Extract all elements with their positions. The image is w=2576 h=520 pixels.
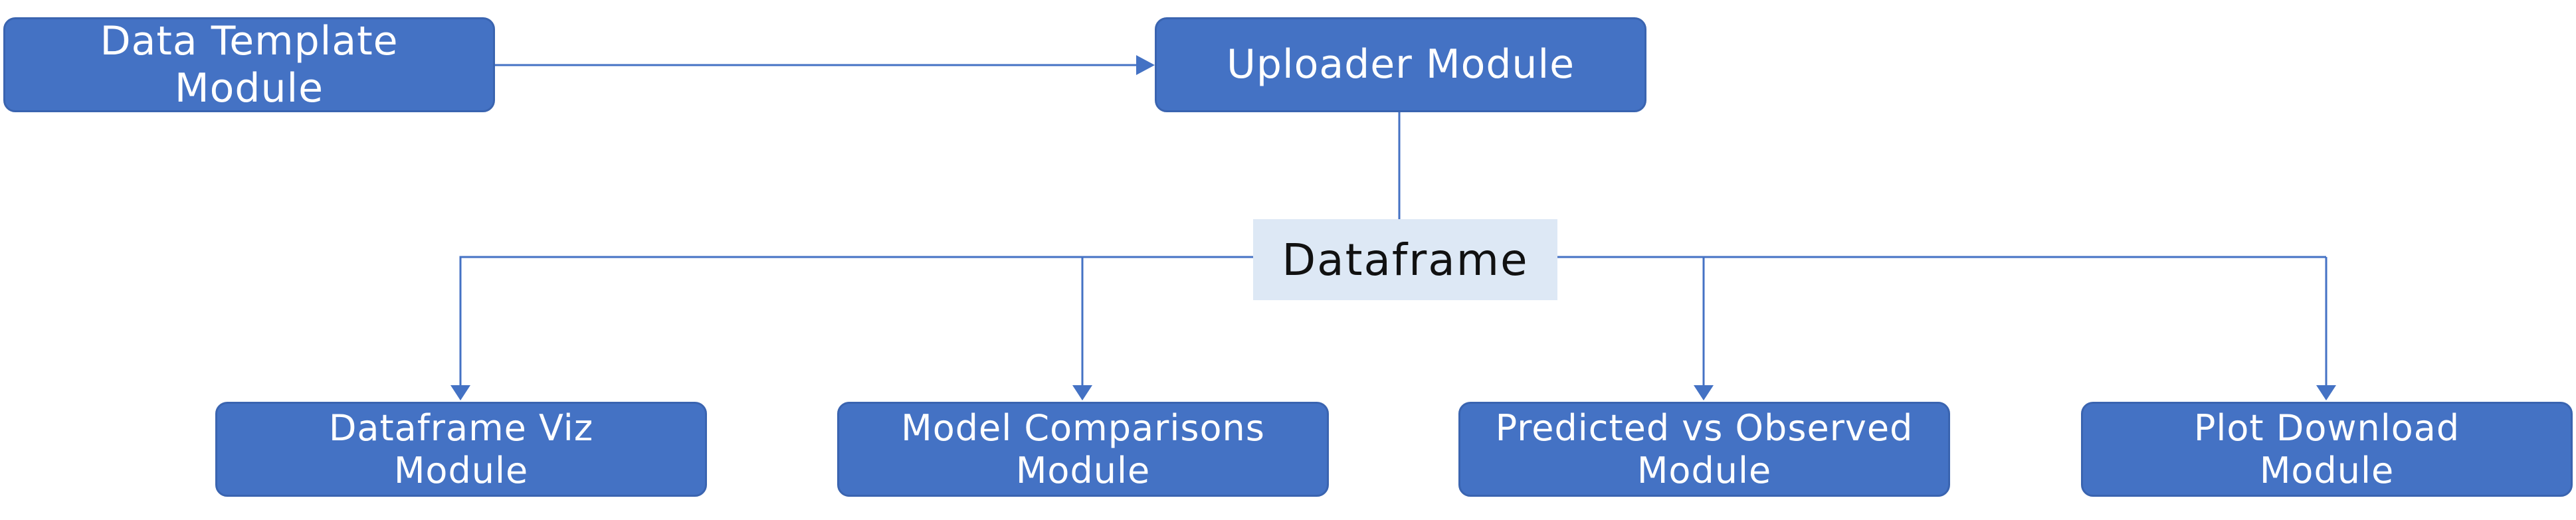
node-predicted-vs-observed-module: Predicted vs Observed Module	[1458, 402, 1950, 497]
node-plot-download-module: Plot Download Module	[2081, 402, 2573, 497]
arrow-dataframe-to-dataframe-viz	[459, 256, 1253, 387]
arrowhead-uploader	[1136, 55, 1155, 75]
node-label-line: Plot Download	[2193, 406, 2460, 449]
node-label-line: Module	[2259, 449, 2395, 491]
node-label: Dataframe	[1282, 234, 1529, 286]
node-data-template-module: Data Template Module	[3, 17, 495, 112]
node-label-line: Model Comparisons	[901, 406, 1265, 449]
node-label-line: Module	[393, 449, 529, 491]
node-label-line: Module	[174, 64, 324, 112]
node-dataframe: Dataframe	[1253, 219, 1557, 300]
node-label-line: Uploader Module	[1226, 41, 1575, 88]
arrowhead-model-comparisons	[1072, 385, 1092, 400]
node-label-line: Module	[1015, 449, 1151, 491]
arrowhead-predicted-vs-observed	[1694, 385, 1714, 400]
node-label-line: Dataframe Viz	[328, 406, 594, 449]
arrowhead-dataframe-viz	[450, 385, 470, 400]
node-model-comparisons-module: Model Comparisons Module	[837, 402, 1329, 497]
arrowhead-plot-download	[2316, 385, 2336, 400]
node-label-line: Predicted vs Observed	[1495, 406, 1914, 449]
node-dataframe-viz-module: Dataframe Viz Module	[215, 402, 707, 497]
node-label-line: Module	[1636, 449, 1772, 491]
node-uploader-module: Uploader Module	[1155, 17, 1646, 112]
node-label-line: Data Template	[100, 17, 399, 64]
